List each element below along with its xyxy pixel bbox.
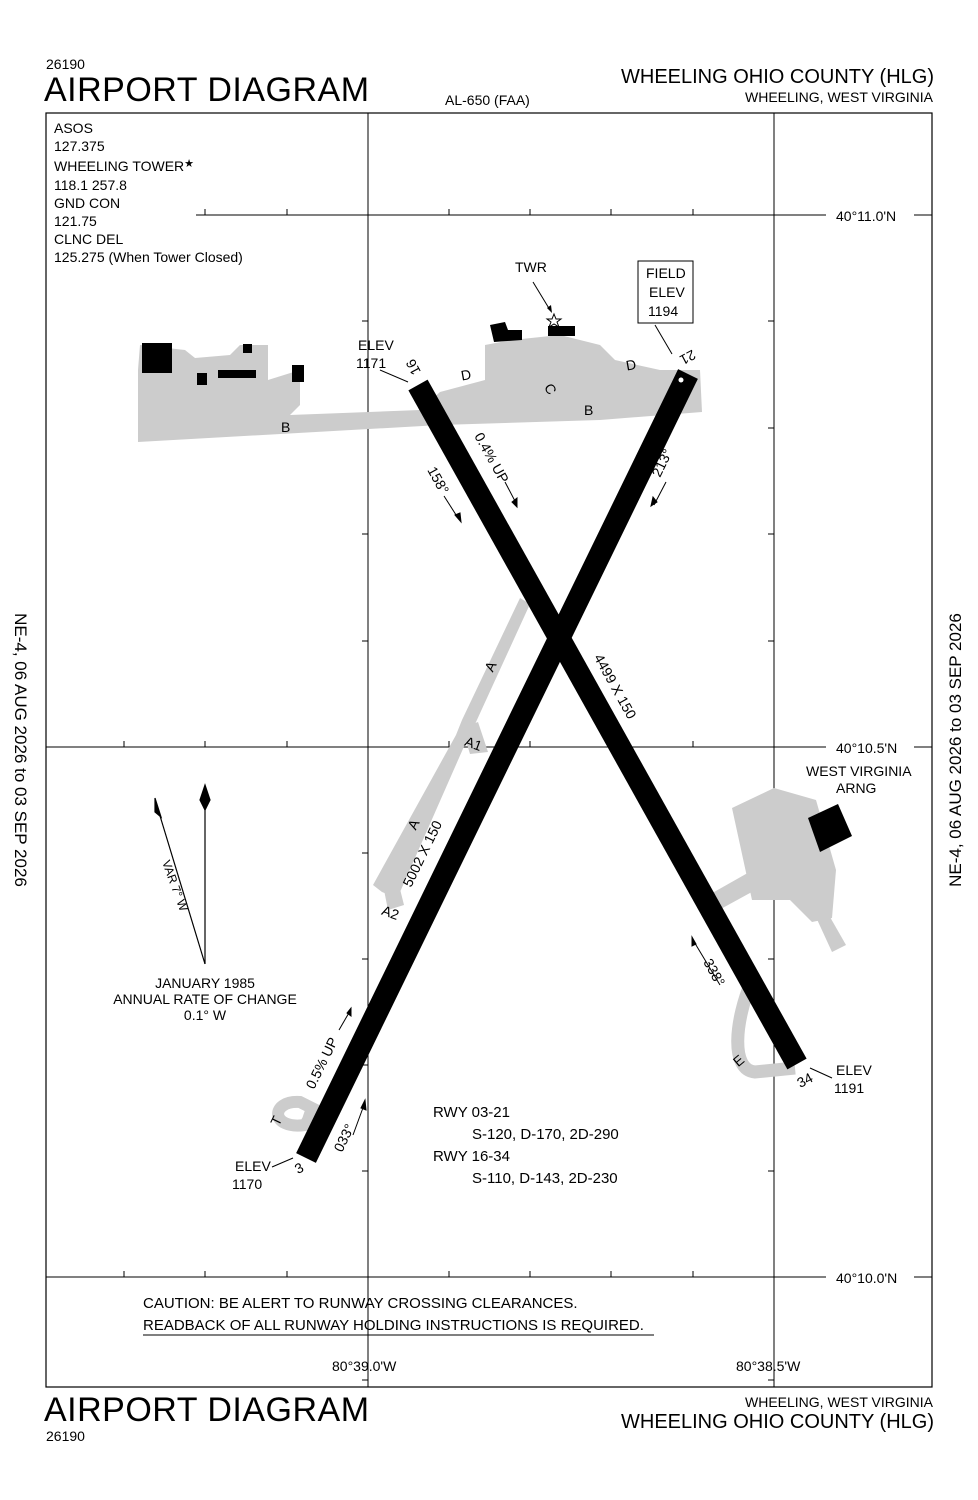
twr-label: TWR: [515, 259, 547, 275]
twy-b2: B: [584, 402, 593, 418]
elev-16-line2: 1171: [356, 355, 386, 371]
airport-name: WHEELING OHIO COUNTY (HLG): [621, 66, 934, 88]
field-elev-line3: 1194: [648, 303, 678, 319]
elev-16-line1: ELEV: [358, 337, 394, 353]
taxiways: [138, 335, 846, 1132]
hdg-338: 338°: [700, 956, 728, 989]
var-rate: 0.1° W: [183, 1007, 227, 1023]
arng-line2: ARNG: [836, 780, 876, 796]
variation-note: JANUARY 1985 ANNUAL RATE OF CHANGE 0.1° …: [105, 975, 305, 1023]
arng-hangar: [808, 804, 852, 852]
freq-tower-label: WHEELING TOWER★: [54, 158, 195, 175]
rwy-34-label: 34: [794, 1069, 815, 1091]
elev-34-line1: ELEV: [836, 1062, 872, 1078]
rwy2-values: S-110, D-143, 2D-230: [472, 1170, 618, 1187]
runway-16-34: [408, 379, 807, 1070]
lon-left: 80°39.0'W: [332, 1358, 397, 1374]
coordinate-labels: 40°11.0'N 40°10.5'N 40°10.0'N 80°39.0'W …: [332, 208, 897, 1374]
magnetic-north-line: [156, 805, 206, 965]
rwy-21-label: 21: [677, 347, 698, 369]
chart-id: AL-650 (FAA): [445, 92, 530, 108]
freq-clnc-label: CLNC DEL: [54, 231, 124, 248]
frequency-list: ASOS 127.375 WHEELING TOWER★ 118.1 257.8…: [54, 119, 243, 267]
elev-3-line2: 1170: [232, 1176, 262, 1192]
taxiway-a: [373, 598, 530, 896]
hdg-033: 033°: [330, 1121, 357, 1154]
freq-clnc: 125.275 (When Tower Closed): [54, 249, 243, 266]
magnetic-variation: [154, 783, 211, 965]
rwy2-name: RWY 16-34: [433, 1148, 510, 1165]
lon-right: 80°38.5'W: [736, 1358, 801, 1374]
field-elev-line1: FIELD: [646, 265, 686, 281]
caution-line2: READBACK OF ALL RUNWAY HOLDING INSTRUCTI…: [143, 1317, 644, 1334]
footer-location: WHEELING, WEST VIRGINIA: [745, 1394, 933, 1410]
lat-bottom: 40°10.0'N: [836, 1270, 897, 1286]
magnetic-north-arrow: [154, 797, 163, 819]
part-time-star-icon: ★: [184, 158, 195, 171]
twy-a1: A1: [463, 733, 485, 754]
var-rate-label: ANNUAL RATE OF CHANGE: [113, 991, 297, 1007]
map-frame: [45, 112, 933, 1388]
freq-gnd-label: GND CON: [54, 194, 121, 211]
twy-a2: A2: [380, 902, 402, 923]
diagram-title: AIRPORT DIAGRAM: [44, 71, 370, 109]
lat-top: 40°11.0'N: [836, 208, 896, 224]
twr-leader: [532, 281, 551, 311]
taxiway-a2: [382, 873, 404, 910]
var-date: JANUARY 1985: [155, 975, 255, 991]
taxiway-a1: [462, 722, 488, 754]
footer-airport-name: WHEELING OHIO COUNTY (HLG): [621, 1411, 934, 1433]
caution-note: CAUTION: BE ALERT TO RUNWAY CROSSING CLE…: [143, 1293, 644, 1337]
caution-line1: CAUTION: BE ALERT TO RUNWAY CROSSING CLE…: [143, 1295, 578, 1312]
runways: [296, 369, 807, 1163]
runway-strength: RWY 03-21 S-120, D-170, 2D-290 RWY 16-34…: [433, 1102, 619, 1190]
airport-location: WHEELING, WEST VIRGINIA: [745, 89, 933, 105]
twy-d2: D: [625, 356, 638, 374]
arng-apron: [732, 788, 836, 922]
field-elev-marker: [678, 377, 684, 383]
lat-mid: 40°10.5'N: [836, 740, 897, 756]
runway-03-21: [296, 369, 698, 1163]
hdg-158: 158°: [424, 464, 452, 497]
freq-tower: 118.1 257.8: [54, 176, 127, 193]
freq-gnd: 121.75: [54, 213, 97, 230]
taxiway-t-loop: [272, 1095, 320, 1132]
twy-b1: B: [281, 419, 290, 435]
freq-asos-label: ASOS: [54, 120, 93, 136]
rwy-3-label: 3: [292, 1159, 307, 1177]
arng-line1: WEST VIRGINIA: [806, 763, 912, 779]
buildings: [142, 322, 852, 852]
procedure-number: 26190: [46, 56, 85, 72]
field-elev-line2: ELEV: [649, 284, 685, 300]
var-label: VAR 7° W: [159, 858, 191, 913]
rwy-16-label: 16: [402, 356, 424, 377]
taxiway-b-apron: [138, 335, 702, 442]
rwy1-values: S-120, D-170, 2D-290: [472, 1126, 619, 1143]
grid-lines: [46, 113, 932, 1387]
field-elev-box: [637, 260, 694, 324]
freq-asos: 127.375: [54, 138, 105, 155]
true-north-arrow: [199, 783, 211, 812]
arng-stub: [815, 910, 846, 952]
twy-d1: D: [460, 366, 473, 384]
footer-title: AIRPORT DIAGRAM: [44, 1391, 370, 1429]
elev-34-line2: 1191: [834, 1080, 864, 1096]
heading-arrows: [338, 481, 721, 1136]
tower-icon: [545, 312, 563, 329]
footer-procedure-number: 26190: [46, 1428, 85, 1444]
elev-3-line1: ELEV: [235, 1158, 271, 1174]
rwy1-name: RWY 03-21: [433, 1104, 510, 1121]
